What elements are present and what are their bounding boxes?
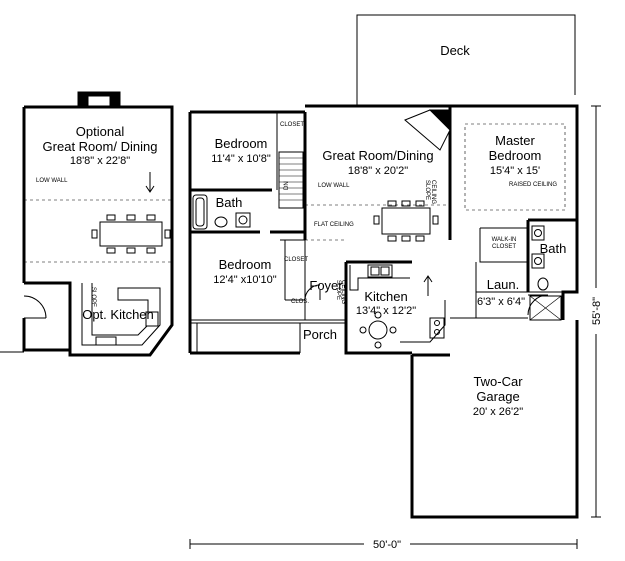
bedroom-2-size: 12'4" x10'10" <box>213 274 276 286</box>
toilet-icon <box>214 216 228 228</box>
bedroom-1-size: 11'4" x 10'8" <box>211 153 271 165</box>
clos-note: CLOS. <box>291 299 309 305</box>
dining-table-icon <box>373 200 439 242</box>
closet-note: CLOSET <box>284 257 308 263</box>
slope-ceiling-note-2: CEILING <box>430 180 436 204</box>
depth-dimension-label: 55'-8" <box>591 297 603 325</box>
depth-dimension: 55'-8" <box>589 105 603 518</box>
deck <box>356 14 576 106</box>
opt-kitchen-label: Opt. Kitchen <box>82 307 154 322</box>
garage-size: 20' x 26'2" <box>473 406 523 418</box>
up-arrow-icon <box>145 172 155 193</box>
sink-icon <box>235 212 251 228</box>
sink-icon <box>531 225 545 269</box>
low-wall-note: LOW WALL <box>318 183 350 189</box>
stairs-icon <box>278 151 304 209</box>
master-bedroom-label-2: Bedroom <box>489 148 542 163</box>
flat-ceiling-note: FLAT CEILING <box>314 222 354 228</box>
bathtub-icon <box>192 194 208 230</box>
foyer-label: Foyer <box>309 278 343 293</box>
up-arrow-icon <box>423 275 433 296</box>
opt-great-room-label: Optional <box>76 124 125 139</box>
stair-dn-note: DN <box>284 181 290 190</box>
dining-table-icon <box>91 214 171 254</box>
opt-great-room-size: 18'8" x 22'8" <box>70 155 130 167</box>
slope-ceiling-note-2: CEILING <box>340 280 346 304</box>
kitchen-label: Kitchen <box>364 289 407 304</box>
optional-plan: SLOPE <box>0 91 174 357</box>
great-room-size: 18'8" x 20'2" <box>348 165 408 177</box>
bedroom-2-label: Bedroom <box>219 257 272 272</box>
dining-table-icon <box>359 311 397 349</box>
slope-ceiling-note: SLOPE <box>90 287 96 307</box>
walk-in-closet-note-2: CLOSET <box>492 244 516 250</box>
master-bedroom-size: 15'4" x 15' <box>490 165 540 177</box>
fireplace-icon <box>77 91 121 109</box>
sink-icon <box>367 264 393 278</box>
laundry-label: Laun. <box>487 277 520 292</box>
opt-great-room-label-2: Great Room/ Dining <box>43 139 158 154</box>
bath-1-label: Bath <box>216 195 243 210</box>
laundry-size: 6'3" x 6'4" <box>477 296 525 308</box>
kitchen-size: 13'4" x 12'2" <box>356 305 416 317</box>
bedroom-1-label: Bedroom <box>215 136 268 151</box>
fireplace-icon <box>404 109 451 151</box>
low-wall-note: LOW WALL <box>36 178 68 184</box>
width-dimension: 50'-0" <box>189 537 578 551</box>
garage-label-2: Garage <box>476 389 519 404</box>
width-dimension-label: 50'-0" <box>373 539 401 551</box>
master-bedroom-label: Master <box>495 133 535 148</box>
slope-ceiling-note: SLOPE <box>424 180 430 200</box>
bath-2-label: Bath <box>540 241 567 256</box>
slope-ceiling-note: SLOPE <box>335 280 341 300</box>
walk-in-closet-note: WALK-IN <box>492 237 517 243</box>
great-room-label: Great Room/Dining <box>322 148 433 163</box>
range-icon <box>429 317 445 339</box>
toilet-icon <box>537 277 549 291</box>
raised-ceiling-note: RAISED CEILING <box>509 182 557 188</box>
garage-label: Two-Car <box>473 374 523 389</box>
porch-label: Porch <box>303 327 337 342</box>
closet-note: CLOSET <box>280 122 304 128</box>
deck-label: Deck <box>440 43 470 58</box>
